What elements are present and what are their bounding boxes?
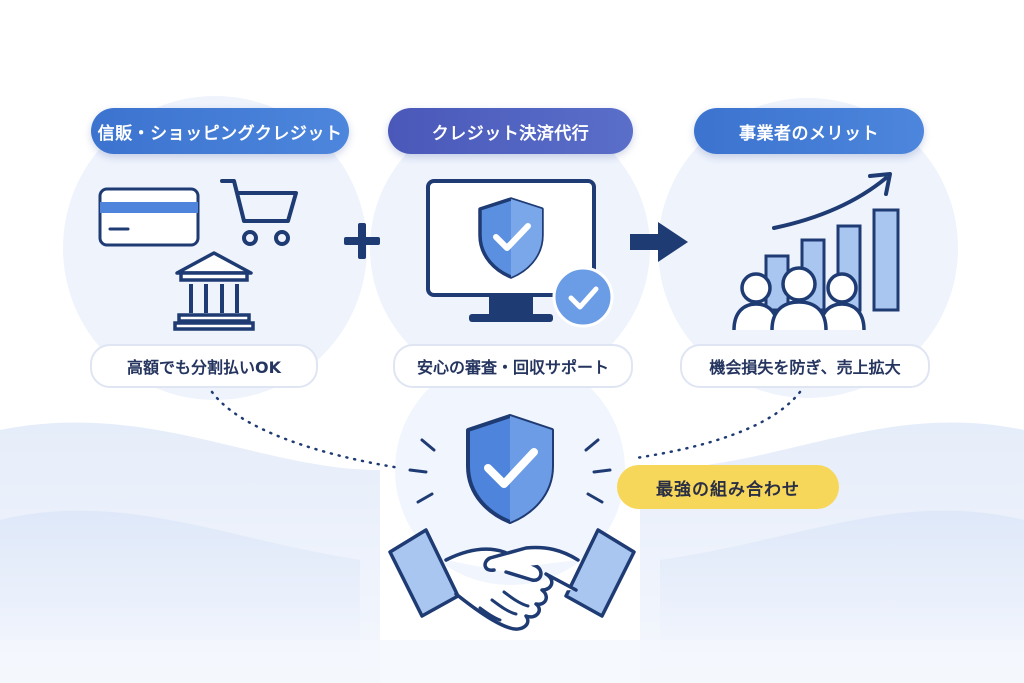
check-circle-icon bbox=[552, 266, 614, 328]
header-label: 信販・ショッピングクレジット bbox=[97, 123, 343, 144]
caption-screening-support: 安心の審査・回収サポート bbox=[393, 344, 633, 388]
shopping-cart-icon bbox=[220, 179, 298, 246]
header-pill-shopping-credit: 信販・ショッピングクレジット bbox=[91, 108, 349, 154]
badge-label: 最強の組み合わせ bbox=[656, 479, 800, 500]
bank-icon bbox=[173, 251, 255, 331]
caption-label: 機会損失を防ぎ、売上拡大 bbox=[709, 358, 901, 377]
credit-card-icon bbox=[98, 187, 200, 247]
shield-check-icon bbox=[408, 414, 612, 524]
header-label: クレジット決済代行 bbox=[431, 123, 590, 144]
arrow-right-icon bbox=[630, 222, 688, 262]
caption-label: 安心の審査・回収サポート bbox=[416, 358, 609, 377]
caption-label: 高額でも分割払いOK bbox=[126, 358, 281, 377]
plus-operator-icon bbox=[344, 223, 380, 259]
handshake-icon bbox=[388, 528, 636, 631]
header-label: 事業者のメリット bbox=[739, 123, 879, 144]
header-pill-payment-agency: クレジット決済代行 bbox=[388, 108, 633, 154]
shield-check-icon bbox=[478, 197, 544, 279]
strongest-combination-badge: 最強の組み合わせ bbox=[617, 465, 839, 509]
caption-sales-growth: 機会損失を防ぎ、売上拡大 bbox=[680, 344, 930, 388]
caption-installment: 高額でも分割払いOK bbox=[90, 344, 318, 388]
header-pill-business-merit: 事業者のメリット bbox=[694, 108, 924, 154]
people-group-icon bbox=[732, 266, 866, 331]
